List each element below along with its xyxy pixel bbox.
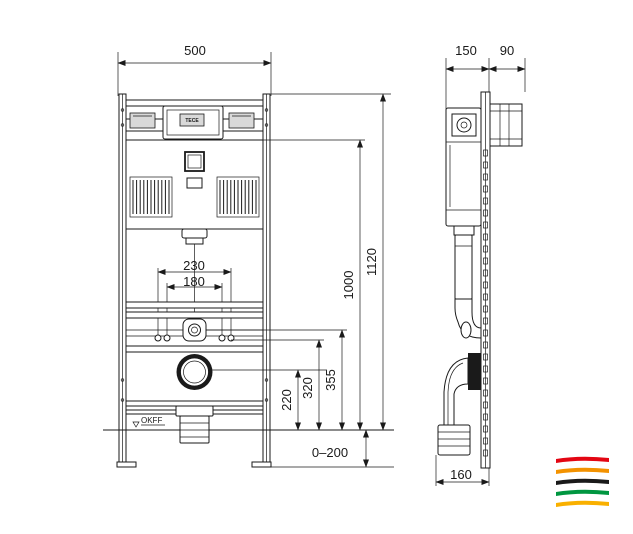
frame-slot	[483, 281, 488, 289]
frame-slot	[483, 269, 488, 277]
frame-slot	[483, 437, 488, 445]
dim-height-220: 220	[279, 389, 294, 411]
dim-side-160: 160	[450, 467, 472, 482]
frame-slot	[483, 293, 488, 301]
ribs-left-lines	[132, 180, 170, 214]
frame-slot	[483, 245, 488, 253]
dim-height-1120: 1120	[364, 248, 379, 276]
logo-stripe	[556, 456, 609, 463]
dim-height-355: 355	[323, 369, 338, 391]
frame-slot	[483, 149, 488, 157]
dim-spacing-230: 230	[183, 258, 205, 273]
frame-slot	[483, 173, 488, 181]
dim-range-0-200: 0–200	[312, 445, 348, 460]
drain-pipe-front	[175, 405, 214, 444]
frame-slot	[483, 185, 488, 193]
logo-stripe	[556, 500, 609, 507]
logo-stripe	[556, 478, 609, 485]
cistern-ribs-left	[129, 176, 173, 218]
dim-height-1000: 1000	[341, 271, 356, 300]
frame-slot	[483, 389, 488, 397]
wc-fixing-bolts	[154, 334, 235, 342]
logo-stripe	[556, 467, 609, 474]
logo-stripe	[556, 489, 609, 496]
dim-side-150: 150	[455, 43, 477, 58]
dim-height-320: 320	[300, 377, 315, 399]
flush-pipe-side	[454, 234, 482, 339]
water-inlet-fitting	[182, 318, 347, 342]
frame-slot	[483, 329, 488, 337]
frame-slot	[483, 401, 488, 409]
frame-slot	[483, 197, 488, 205]
dim-width-500: 500	[184, 43, 206, 58]
frame-slot	[483, 425, 488, 433]
dim-spacing-180: 180	[183, 274, 205, 289]
frame-slot	[483, 365, 488, 373]
frame-slot	[483, 209, 488, 217]
brand-plate-label: TECE	[185, 118, 199, 124]
frame-slot	[483, 449, 488, 457]
dim-side-90: 90	[500, 43, 514, 58]
ribs-right-lines	[219, 180, 257, 214]
frame-slot	[483, 305, 488, 313]
waste-connection	[176, 354, 327, 390]
waste-bend-side	[437, 353, 481, 456]
frame-slot	[483, 413, 488, 421]
frame-slot	[483, 161, 488, 169]
brand-stripes-logo	[556, 456, 609, 507]
side-frame-slots	[483, 149, 488, 457]
cistern-ribs-right	[216, 176, 260, 218]
frame-slot	[483, 317, 488, 325]
frame-slot	[483, 221, 488, 229]
side-view: 150 90	[435, 43, 526, 486]
front-view: 500 TECE	[103, 43, 394, 468]
cistern-side	[445, 107, 482, 236]
frame-slot	[483, 353, 488, 361]
frame-slot	[483, 257, 488, 265]
floor-level-label: OKFF	[141, 416, 162, 425]
frame-slot	[483, 341, 488, 349]
frame-slot	[483, 233, 488, 241]
frame-slot	[483, 377, 488, 385]
upright-holes	[120, 108, 269, 402]
